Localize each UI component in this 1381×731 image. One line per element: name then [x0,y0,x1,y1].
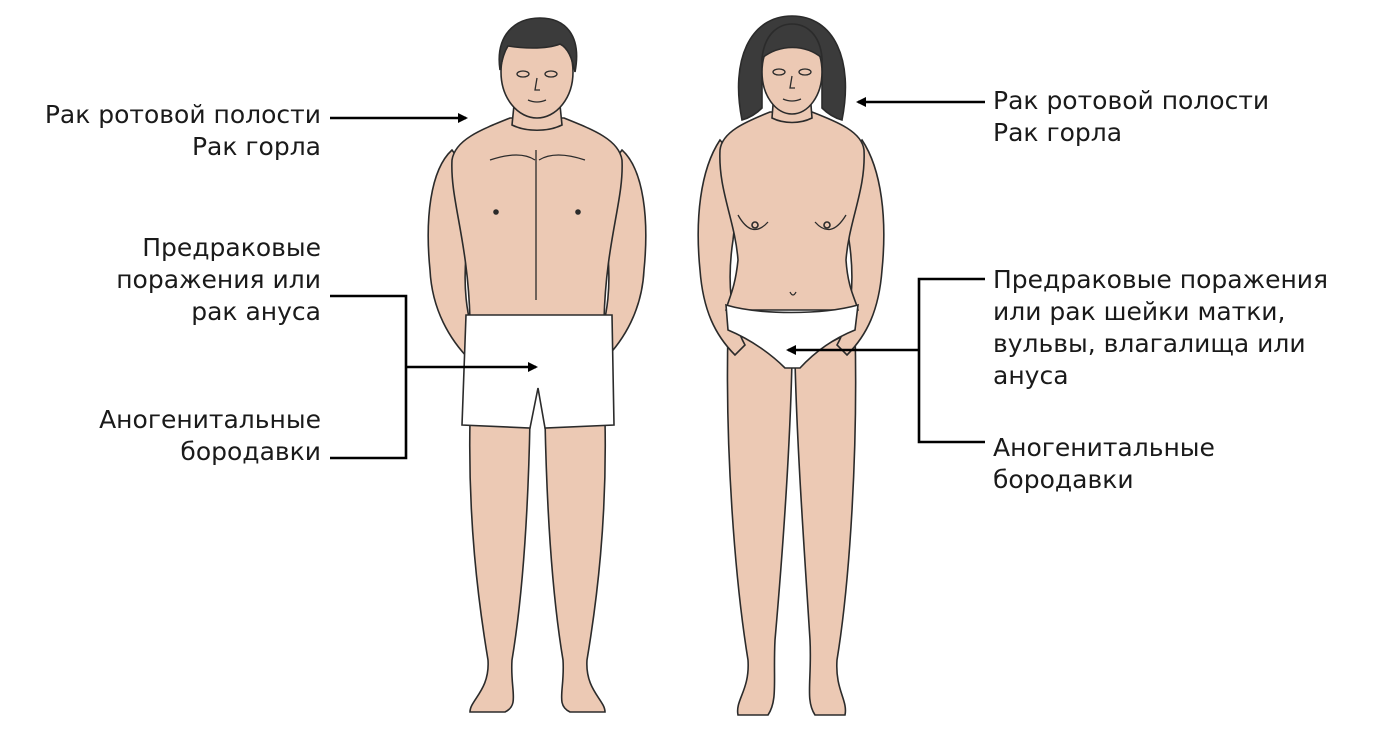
female-cervix-label: Предраковые поражения или рак шейки матк… [993,264,1328,392]
male-anal-line-3: рак ануса [116,296,321,328]
male-warts-line-1: Аногенитальные [99,404,321,436]
male-anal-line-2: поражения или [116,264,321,296]
male-shorts [462,315,614,428]
male-oral-line-2: Рак горла [45,131,321,163]
male-torso [452,118,622,320]
male-warts-line-2: бородавки [99,436,321,468]
male-bracket [330,296,406,458]
male-warts-label: Аногенитальные бородавки [99,404,321,468]
female-oral-line-2: Рак горла [993,117,1269,149]
male-figure [428,18,646,712]
female-cervix-line-2: или рак шейки матки, [993,296,1328,328]
male-anal-label: Предраковые поражения или рак ануса [116,232,321,328]
female-warts-label: Аногенитальные бородавки [993,432,1215,496]
female-left-leg [727,330,792,715]
female-figure [698,16,884,715]
female-warts-line-2: бородавки [993,464,1215,496]
male-anal-line-1: Предраковые [116,232,321,264]
female-warts-line-1: Аногенитальные [993,432,1215,464]
female-right-leg [795,330,856,715]
female-cervix-line-3: вульвы, влагалища или [993,328,1328,360]
female-torso [720,112,864,310]
male-left-leg [470,420,530,712]
male-oral-label: Рак ротовой полости Рак горла [45,99,321,163]
female-cervix-line-4: ануса [993,360,1328,392]
female-oral-line-1: Рак ротовой полости [993,85,1269,117]
connectors [330,102,985,458]
male-right-leg [545,420,605,712]
female-oral-label: Рак ротовой полости Рак горла [993,85,1269,149]
female-cervix-line-1: Предраковые поражения [993,264,1328,296]
male-oral-line-1: Рак ротовой полости [45,99,321,131]
female-bracket [919,279,985,442]
